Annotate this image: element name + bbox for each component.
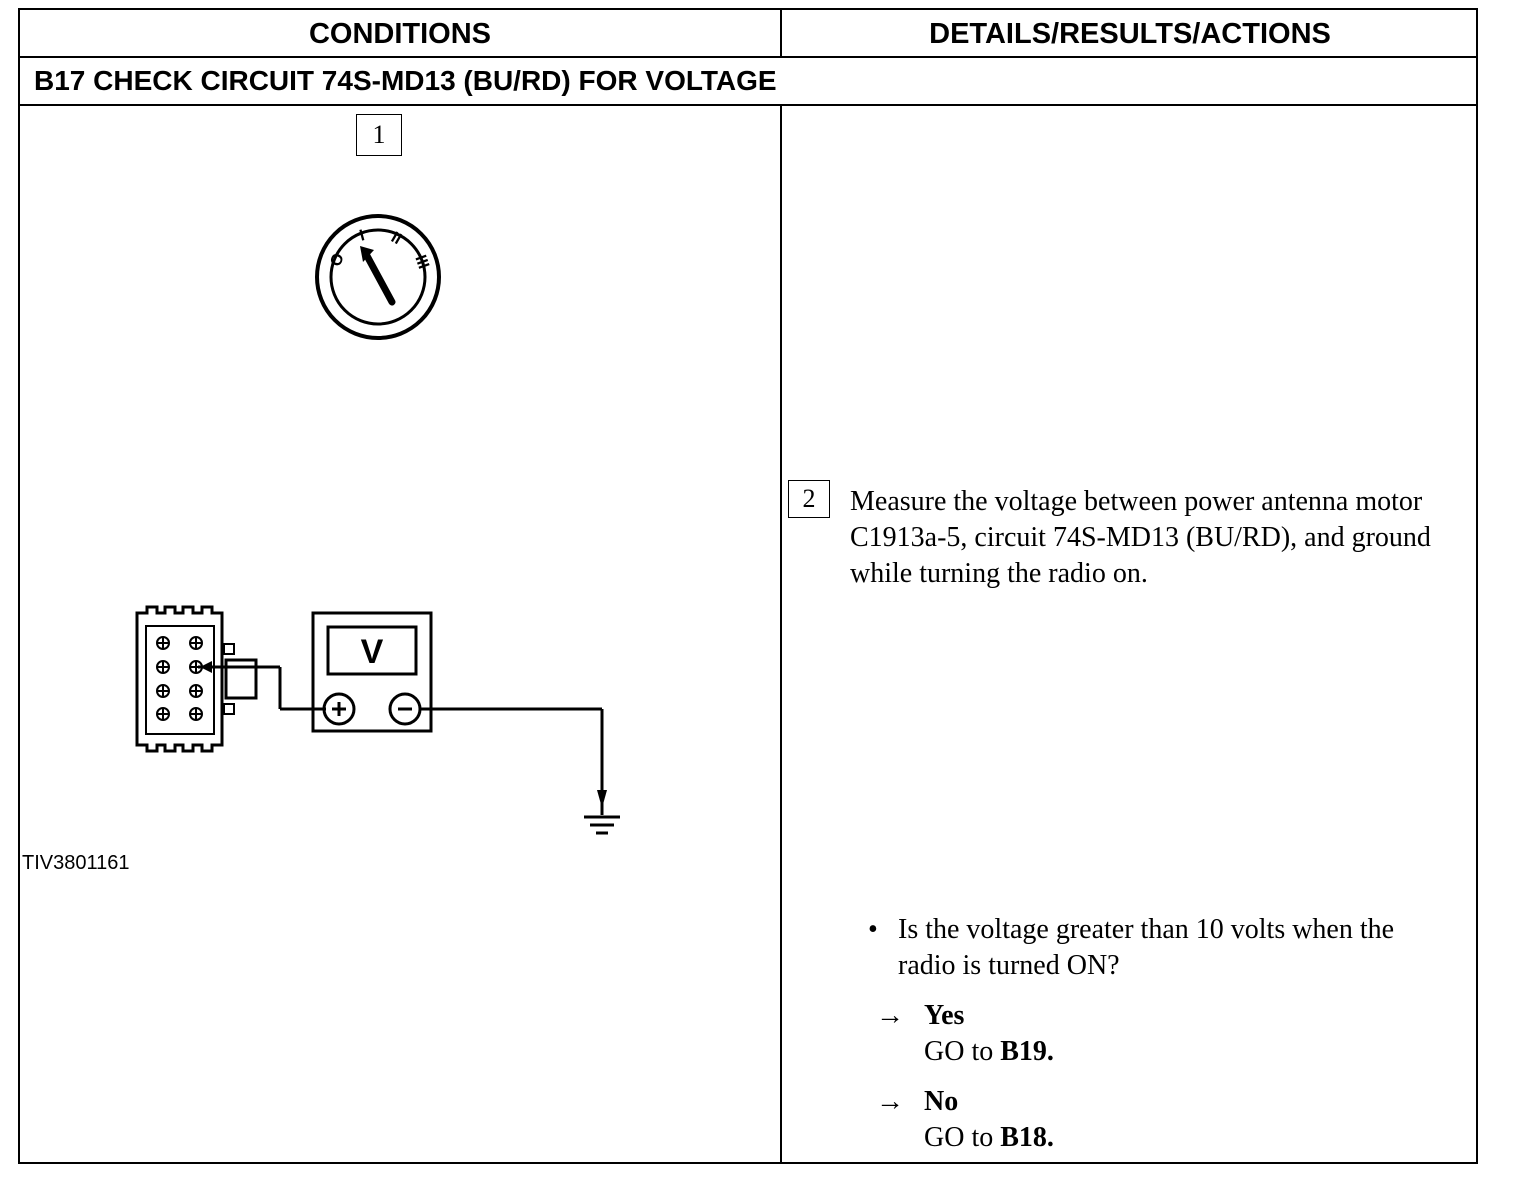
- question-text: Is the voltage greater than 10 volts whe…: [898, 914, 1395, 981]
- position-i: I: [358, 227, 367, 245]
- connector-c1913a-icon: [135, 605, 258, 753]
- yes-action: GO to B19.: [924, 1034, 1054, 1070]
- no-action: GO to B18.: [924, 1120, 1054, 1156]
- voltmeter-icon: V: [311, 611, 433, 733]
- column-divider: [780, 106, 782, 1162]
- arrow-right-icon: →: [876, 1000, 904, 1031]
- step-title: B17 CHECK CIRCUIT 74S-MD13 (BU/RD) FOR V…: [34, 65, 777, 96]
- figure-id: TIV3801161: [22, 852, 130, 874]
- step-1-box: 1: [356, 114, 402, 156]
- answer-yes: → Yes GO to B19.: [858, 998, 1054, 1070]
- question-item: • Is the voltage greater than 10 volts w…: [852, 912, 1452, 984]
- arrow-right-icon: →: [876, 1086, 904, 1117]
- step-2-box: 2: [788, 480, 830, 518]
- position-iii: III: [411, 253, 432, 271]
- no-go-prefix: GO to: [924, 1122, 1001, 1153]
- ground-icon: [584, 815, 620, 835]
- probe-lead: [198, 661, 326, 711]
- yes-target: B19.: [1000, 1036, 1054, 1067]
- no-label: No: [924, 1086, 959, 1117]
- diagnostic-table: CONDITIONS DETAILS/RESULTS/ACTIONS B17 C…: [18, 8, 1478, 1164]
- details-header: DETAILS/RESULTS/ACTIONS: [929, 17, 1331, 50]
- header-rule: [20, 56, 1476, 58]
- step-2-instruction: Measure the voltage between power antenn…: [850, 486, 1431, 589]
- bullet-icon: •: [868, 914, 878, 945]
- position-o: O: [328, 251, 348, 269]
- ground-lead: [420, 707, 607, 815]
- answer-no: → No GO to B18.: [858, 1084, 1054, 1156]
- yes-go-prefix: GO to: [924, 1036, 1001, 1067]
- title-rule: [20, 104, 1476, 106]
- no-target: B18.: [1000, 1122, 1054, 1153]
- meter-label: V: [361, 633, 384, 671]
- ignition-switch-icon: O I II III: [315, 214, 441, 340]
- yes-label: Yes: [924, 1000, 965, 1031]
- header-divider: [780, 10, 782, 58]
- conditions-header: CONDITIONS: [308, 17, 492, 50]
